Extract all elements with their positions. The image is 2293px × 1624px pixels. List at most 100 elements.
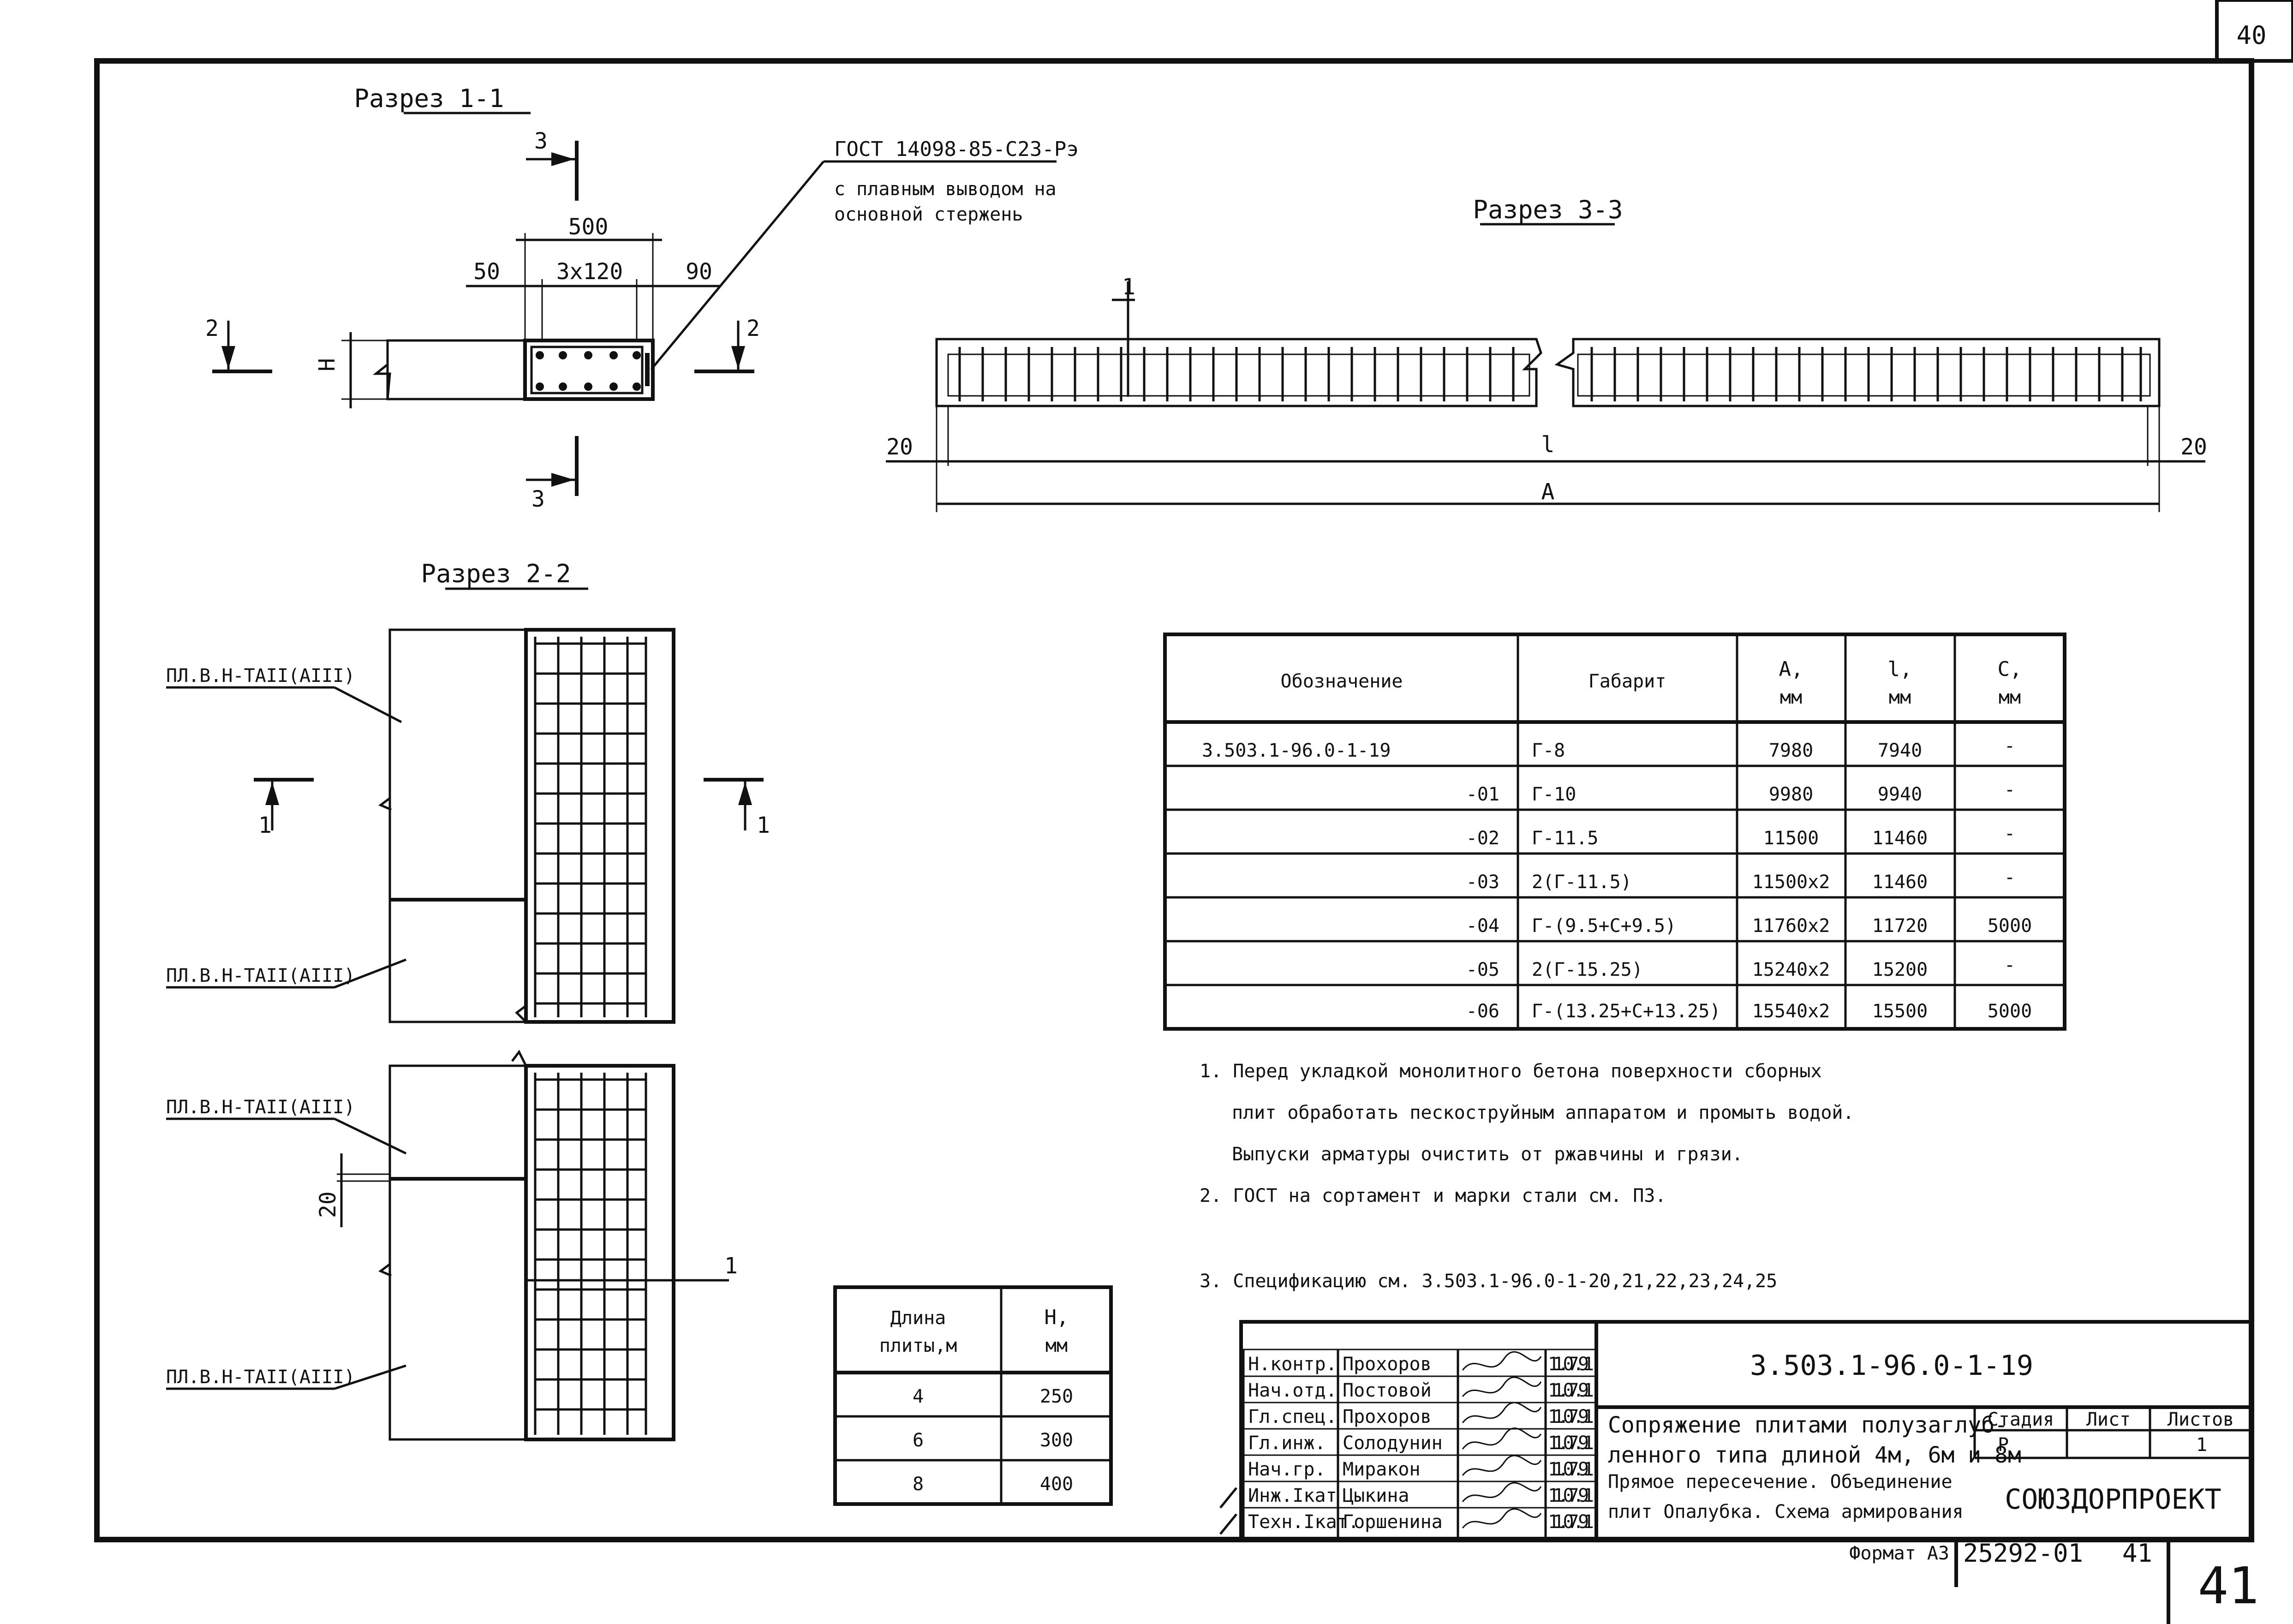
title-block-person: Гл.инж. Солодунин 11.07.91 <box>1248 1427 1594 1454</box>
person-role: Нач.отд. <box>1248 1380 1337 1401</box>
spec-row-gabarit: 2(Г-11.5) <box>1532 872 1632 893</box>
spec-row-gabarit: 2(Г-15.25) <box>1532 959 1643 980</box>
spec-row-a: 11500 <box>1763 828 1819 849</box>
table-row: -03 2(Г-11.5) 11500x2 11460 - <box>1466 867 2015 893</box>
gost-note-line1: ГОСТ 14098-85-С23-Рэ <box>834 137 1079 161</box>
footer: Формат А3 25292-01 41 41 <box>1849 1539 2259 1624</box>
doc-title-line4: плит Опалубка. Схема армирования <box>1608 1501 1964 1522</box>
person-role: Н.контр. <box>1248 1354 1337 1375</box>
spec-header-l: l, <box>1888 657 1912 681</box>
title-block: Н.контр. Прохоров 11.07.91 Нач.отд. Пост… <box>1219 1320 2253 1541</box>
title-block-person: Гл.спец. Прохоров 11.07.91 <box>1248 1402 1594 1427</box>
spec-row-a: 15540x2 <box>1752 1001 1830 1022</box>
section-2-2-title: Разрез 2-2 <box>421 559 571 588</box>
signature-icon <box>1462 1402 1542 1423</box>
slab-labels: ПЛ.В.Н-ТАII(АIII) ПЛ.В.Н-ТАII(АIII) ПЛ.В… <box>166 665 407 1390</box>
spec-row-l: 7940 <box>1878 740 1922 761</box>
table-row: -06 Г-(13.25+С+13.25) 15540x2 15500 5000 <box>1466 1001 2032 1022</box>
spec-header-l-unit: мм <box>1889 687 1911 708</box>
spec-row-designation: -05 <box>1466 959 1499 980</box>
section-3-3-title: Разрез 3-3 <box>1473 195 1623 224</box>
inventory-number: 25292-01 <box>1963 1539 2083 1568</box>
person-date: 11.07.91 <box>1548 1433 1594 1454</box>
slab-label-b: ПЛ.В.Н-ТАII(АIII) <box>166 965 355 986</box>
gost-note: ГОСТ 14098-85-С23-Рэ с плавным выводом н… <box>834 137 1079 225</box>
person-role: Гл.спец. <box>1248 1406 1337 1427</box>
h-table-header-length: Длина <box>890 1308 946 1329</box>
section-2-2: Разрез 2-2 1 1 <box>254 559 770 1441</box>
spec-row-gabarit: Г-10 <box>1532 784 1576 805</box>
spec-row-c: - <box>2004 867 2015 888</box>
frame: 40 <box>94 0 2293 1542</box>
height-h-label: H <box>314 358 340 371</box>
h-table-length: 6 <box>913 1430 924 1451</box>
spec-row-c: 5000 <box>1988 1001 2032 1022</box>
dim-a: A <box>1541 479 1555 505</box>
table-row: -05 2(Г-15.25) 15240x2 15200 - <box>1466 955 2015 980</box>
dim-20-left: 20 <box>886 434 913 460</box>
h-table-h: 250 <box>1040 1386 1073 1407</box>
person-role: Техн.Iкат. <box>1248 1511 1359 1533</box>
spec-row-c: - <box>2004 735 2015 757</box>
signature-icon <box>1462 1427 1542 1450</box>
person-date: 11.07.91 <box>1548 1380 1594 1401</box>
spec-row-l: 15200 <box>1872 959 1928 980</box>
notes: 1. Перед укладкой монолитного бетона пов… <box>1200 1061 1854 1292</box>
stirrups-left <box>958 347 1515 401</box>
page-number-bottom: 41 <box>2198 1556 2259 1615</box>
spec-row-designation: -03 <box>1466 872 1499 893</box>
spec-row-designation: -06 <box>1466 1001 1499 1022</box>
spec-row-l: 15500 <box>1872 1001 1928 1022</box>
person-name: Постовой <box>1343 1380 1432 1401</box>
spec-row-a: 11500x2 <box>1752 872 1830 893</box>
grid-lower <box>534 1073 647 1435</box>
spec-row-c: - <box>2004 779 2015 800</box>
dim-20-vertical: 20 <box>315 1191 341 1218</box>
person-date: 11.07.91 <box>1548 1511 1594 1533</box>
person-name: Прохоров <box>1343 1406 1432 1427</box>
doc-title-line2: ленного типа длиной 4м, 6м и 8м <box>1608 1442 2021 1468</box>
grid-upper <box>534 637 647 1017</box>
spec-header-designation: Обозначение <box>1281 671 1403 692</box>
h-table-header-h-unit: мм <box>1045 1335 1068 1356</box>
signature-icon <box>1462 1376 1542 1397</box>
title-block-person: Н.контр. Прохоров 11.07.91 <box>1248 1351 1594 1375</box>
section-1-1-title: Разрез 1-1 <box>354 84 504 113</box>
slab-label-c: ПЛ.В.Н-ТАII(АIII) <box>166 1097 355 1118</box>
cut-2-left-label: 2 <box>205 316 219 341</box>
dim-20-right: 20 <box>2180 434 2207 460</box>
doc-title-line3: Прямое пересечение. Объединение <box>1608 1471 1953 1493</box>
dim-50: 50 <box>473 259 500 285</box>
spec-row-a: 11760x2 <box>1752 915 1830 937</box>
h-table-length: 8 <box>913 1474 924 1495</box>
person-name: Солодунин <box>1343 1433 1443 1454</box>
note-1-cont2: Выпуски арматуры очистить от ржавчины и … <box>1232 1144 1743 1165</box>
dim-90: 90 <box>686 259 712 285</box>
signature-icon <box>1462 1351 1542 1371</box>
h-table-length: 4 <box>913 1386 924 1407</box>
table-row: 3.503.1-96.0-1-19 Г-8 7980 7940 - <box>1202 735 2015 761</box>
note-2: 2. ГОСТ на сортамент и марки стали см. П… <box>1200 1185 1666 1206</box>
format-label: Формат А3 <box>1849 1543 1949 1564</box>
slab-label-a: ПЛ.В.Н-ТАII(АIII) <box>166 665 355 687</box>
spec-header-a: A, <box>1779 657 1803 681</box>
title-block-person: Техн.Iкат. Горшенина 11.07.91 <box>1248 1508 1594 1533</box>
spec-header-a-unit: мм <box>1780 687 1802 708</box>
stage-header: Стадия <box>1988 1409 2054 1430</box>
h-table: Длина плиты,м H, мм 4 250 6 300 8 400 <box>833 1285 1113 1506</box>
cut-2-right-label: 2 <box>746 316 760 341</box>
person-date: 11.07.91 <box>1548 1459 1594 1480</box>
person-date: 11.07.91 <box>1548 1406 1594 1427</box>
spec-row-l: 9940 <box>1878 784 1922 805</box>
cut-3-top-label: 3 <box>534 128 548 154</box>
cut-1-lower-label: 1 <box>724 1253 738 1279</box>
spec-row-l: 11460 <box>1872 872 1928 893</box>
spec-header-gabarit: Габарит <box>1588 671 1666 692</box>
spec-row-c: 5000 <box>1988 915 2032 937</box>
person-date: 11.07.91 <box>1548 1485 1594 1506</box>
sheet-header: Лист <box>2086 1409 2131 1430</box>
spec-row-designation: 3.503.1-96.0-1-19 <box>1202 740 1391 761</box>
spec-table: Обозначение Габарит A, мм l, мм C, мм 3.… <box>1163 633 2066 1031</box>
person-role: Инж.Iкат <box>1248 1485 1337 1506</box>
cut-3-bottom-label: 3 <box>531 486 545 512</box>
